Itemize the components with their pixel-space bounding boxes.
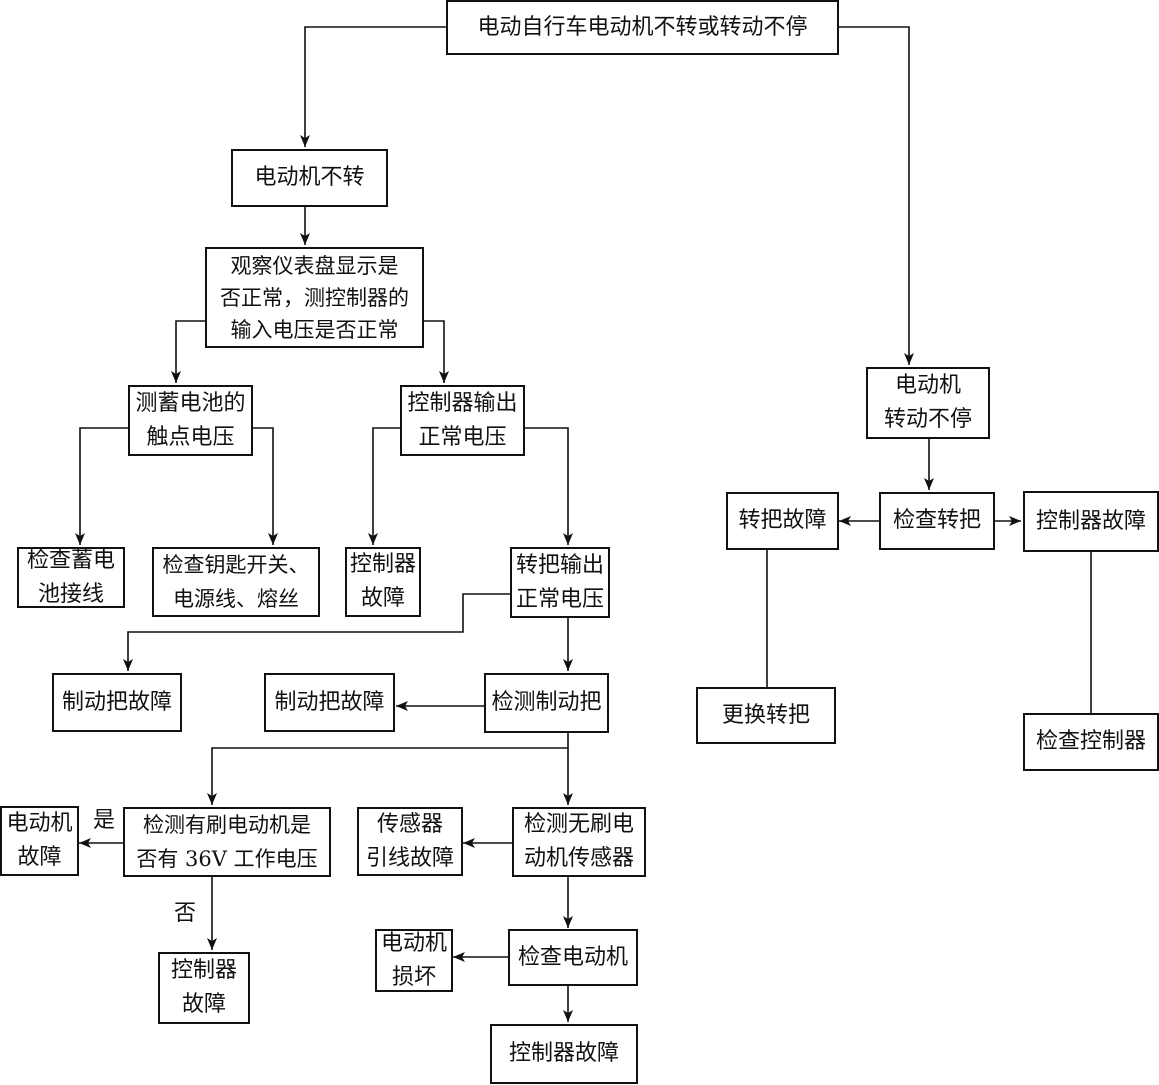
node-motor-damaged-label: 电动机 损坏 [380,930,447,990]
node-throttle-fault: 转把故障 [726,492,839,550]
node-check-brushless-sensor: 检测无刷电 动机传感器 [512,807,646,877]
node-not-turning-label: 电动机不转 [254,165,365,190]
node-throttle-fault-label: 转把故障 [738,508,827,533]
node-ctrl-fault-1-label: 控制器 故障 [349,552,416,611]
node-sensor-wire-fault: 传感器 引线故障 [357,807,463,876]
node-check-motor-label: 检查电动机 [517,944,628,970]
node-ctrl-fault-2: 控制器 故障 [158,952,250,1024]
edge-battery-wiring [75,427,128,545]
edge-root-keeps-turning [838,26,914,365]
node-keeps-turning-label: 电动机 转动不停 [883,373,972,432]
node-check-throttle: 检查转把 [879,492,995,550]
node-root: 电动自行车电动机不转或转动不停 [446,0,839,55]
edge-checkbrake-brushed [207,733,569,805]
node-brake-fault-1-label: 制动把故障 [61,689,172,715]
node-motor-damaged: 电动机 损坏 [375,929,453,992]
edge-ctrlout-ctrlfault [368,427,400,545]
node-keeps-turning: 电动机 转动不停 [866,367,990,439]
node-ctrl-output-normal: 控制器输出 正常电压 [400,385,525,456]
edge-battery-key [253,427,278,545]
node-check-key-switch-label: 检查钥匙开关、 电源线、熔丝 [162,553,310,611]
node-brake-fault-2: 制动把故障 [264,673,395,732]
edge-label-no: 否 [174,901,197,926]
node-check-throttle-label: 检查转把 [892,508,981,533]
node-observe-label: 观察仪表盘显示是 否正常，测控制器的 输入电压是否正常 [220,253,409,342]
node-ctrl-fault-4: 控制器故障 [1023,491,1159,552]
node-sensor-wire-fault-label: 传感器 引线故障 [365,811,454,871]
node-observe: 观察仪表盘显示是 否正常，测控制器的 输入电压是否正常 [205,247,424,348]
edge-observe-battery [171,320,205,383]
node-ctrl-fault-3-label: 控制器故障 [508,1041,619,1066]
edge-root-not-turning [300,26,446,147]
node-motor-fault-label: 电动机 故障 [6,811,73,870]
node-battery-voltage-label: 测蓄电池的 触点电压 [135,390,246,450]
node-brake-fault-1: 制动把故障 [52,673,182,732]
node-ctrl-fault-2-label: 控制器 故障 [170,958,237,1017]
node-root-label: 电动自行车电动机不转或转动不停 [477,14,808,40]
node-check-brushed-label: 检测有刷电动机是 否有 36V 工作电压 [136,813,318,871]
node-check-key-switch: 检查钥匙开关、 电源线、熔丝 [152,547,320,617]
node-replace-throttle: 更换转把 [696,687,836,744]
edge-label-yes: 是 [93,808,116,833]
node-ctrl-fault-4-label: 控制器故障 [1035,508,1146,534]
node-check-controller-label: 检查控制器 [1035,729,1146,754]
node-ctrl-output-normal-label: 控制器输出 正常电压 [407,390,518,450]
node-check-motor: 检查电动机 [508,929,638,986]
node-not-turning: 电动机不转 [231,149,388,207]
node-ctrl-fault-1: 控制器 故障 [345,547,421,617]
edge-throttleout-brake1 [123,593,510,671]
node-throttle-output-normal-label: 转把输出 正常电压 [515,552,604,612]
edge-ctrlout-throttleout [524,427,573,545]
node-check-battery-wiring-label: 检查蓄电 池接线 [26,547,115,607]
node-check-battery-wiring: 检查蓄电 池接线 [17,547,125,608]
node-check-brake-label: 检测制动把 [491,690,602,715]
node-check-brushless-sensor-label: 检测无刷电 动机传感器 [523,812,634,871]
node-check-brake: 检测制动把 [484,673,609,733]
node-ctrl-fault-3: 控制器故障 [490,1024,638,1084]
node-throttle-output-normal: 转把输出 正常电压 [510,547,610,618]
edge-observe-ctrl-output [424,320,449,383]
node-motor-fault: 电动机 故障 [0,806,79,876]
node-check-controller: 检查控制器 [1023,713,1159,771]
node-battery-voltage: 测蓄电池的 触点电压 [128,385,253,456]
node-replace-throttle-label: 更换转把 [721,702,810,728]
node-brake-fault-2-label: 制动把故障 [274,689,385,715]
node-check-brushed: 检测有刷电动机是 否有 36V 工作电压 [123,807,331,877]
